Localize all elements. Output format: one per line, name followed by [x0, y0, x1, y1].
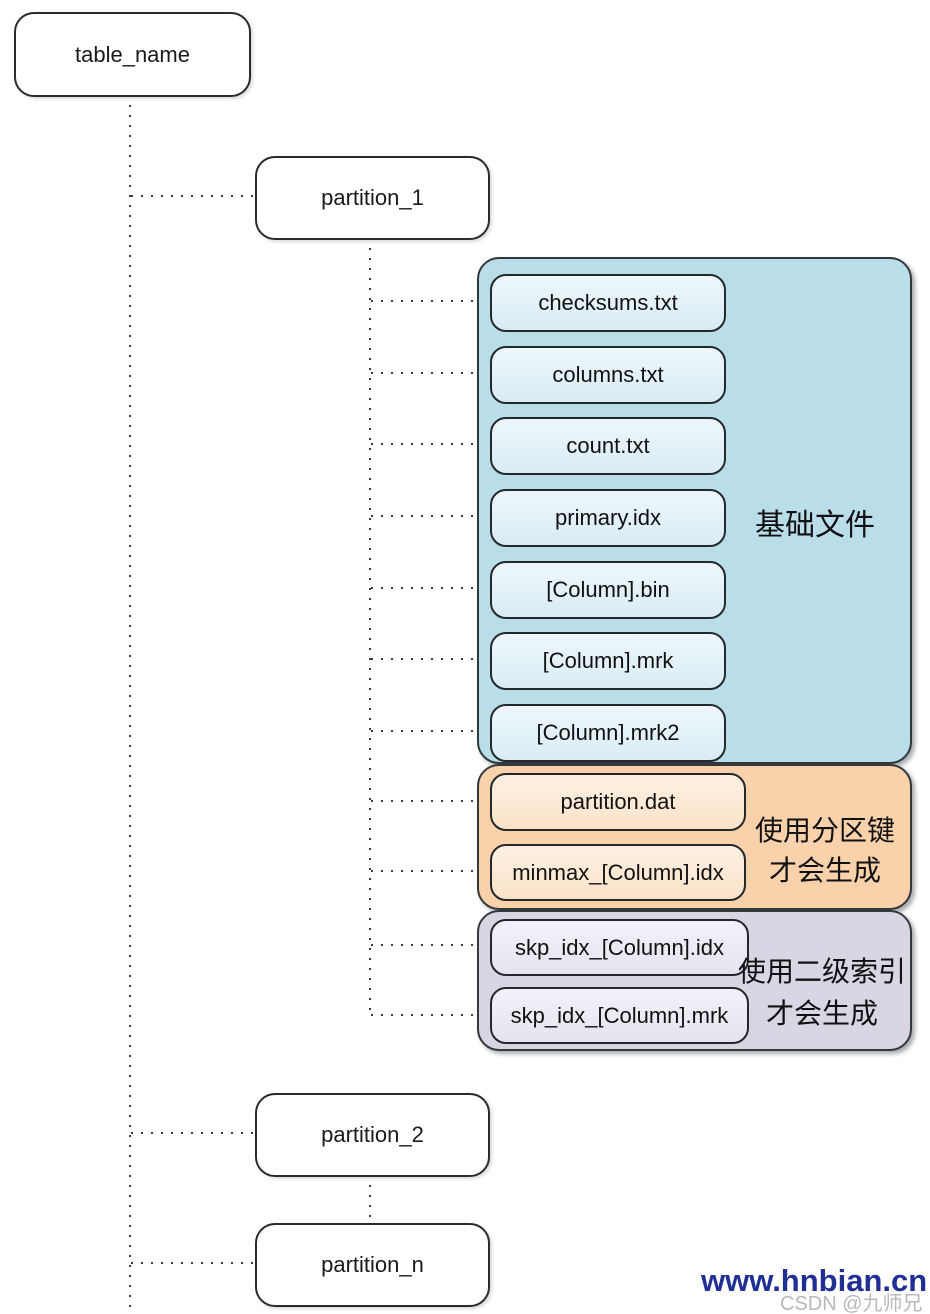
connector-to-column-bin	[371, 587, 489, 589]
node-partition-1-label: partition_1	[321, 185, 424, 210]
file-minmax-column-idx-label: minmax_[Column].idx	[512, 859, 724, 885]
file-column-mrk2: [Column].mrk2	[490, 704, 726, 762]
file-columns-txt: columns.txt	[490, 346, 726, 404]
connector-to-checksums	[371, 300, 489, 302]
file-checksums-txt: checksums.txt	[490, 274, 726, 332]
connector-to-primary	[371, 515, 489, 517]
file-column-mrk-label: [Column].mrk	[542, 648, 674, 673]
node-partition-n-label: partition_n	[321, 1252, 424, 1277]
watermark-site-text: www.hnbian.cn	[701, 1263, 928, 1298]
node-partition-2: partition_2	[255, 1093, 490, 1177]
file-minmax-column-idx: minmax_[Column].idx	[490, 844, 746, 901]
file-column-mrk: [Column].mrk	[490, 632, 726, 690]
label-secondary-index-files: 使用二级索引 才会生成	[736, 951, 908, 1035]
connector-partition1-vertical	[369, 238, 371, 1016]
connector-to-partition2	[131, 1132, 253, 1134]
label-partition-key-line1: 使用分区键	[754, 815, 895, 846]
label-secondary-index-line2: 才会生成	[765, 998, 878, 1029]
connector-to-columns	[371, 372, 489, 374]
connector-to-skp-mrk	[371, 1014, 489, 1016]
node-partition-1: partition_1	[255, 156, 490, 240]
file-column-mrk2-label: [Column].mrk2	[536, 720, 680, 745]
file-partition-dat: partition.dat	[490, 773, 746, 831]
file-columns-txt-label: columns.txt	[552, 362, 664, 387]
connector-to-count	[371, 443, 489, 445]
node-partition-n: partition_n	[255, 1223, 490, 1307]
connector-to-partition-n	[131, 1262, 253, 1264]
label-base-files: 基础文件	[755, 509, 875, 542]
file-skp-idx-column-idx: skp_idx_[Column].idx	[490, 919, 749, 976]
connector-to-column-mrk	[371, 658, 489, 660]
file-count-txt-label: count.txt	[566, 433, 650, 458]
file-column-bin-label: [Column].bin	[546, 577, 670, 602]
connector-to-partition1	[131, 195, 253, 197]
file-checksums-txt-label: checksums.txt	[538, 290, 678, 315]
label-partition-key-files: 使用分区键 才会生成	[742, 811, 908, 891]
connector-to-column-mrk2	[371, 730, 489, 732]
watermark-csdn-text: CSDN @九师兄	[780, 1293, 923, 1314]
node-table-name: table_name	[14, 12, 251, 97]
connector-to-partition-dat	[371, 800, 489, 802]
node-partition-2-label: partition_2	[321, 1122, 424, 1147]
file-primary-idx: primary.idx	[490, 489, 726, 547]
file-partition-dat-label: partition.dat	[560, 789, 676, 814]
file-skp-idx-column-mrk-label: skp_idx_[Column].mrk	[510, 1002, 729, 1028]
connector-to-minmax-idx	[371, 870, 489, 872]
file-column-bin: [Column].bin	[490, 561, 726, 619]
file-skp-idx-column-idx-label: skp_idx_[Column].idx	[514, 934, 725, 960]
node-table-name-label: table_name	[75, 41, 190, 67]
label-partition-key-line2: 才会生成	[768, 855, 881, 886]
connector-root-vertical	[129, 95, 131, 1314]
connector-to-skp-idx	[371, 944, 489, 946]
file-count-txt: count.txt	[490, 417, 726, 475]
label-secondary-index-line1: 使用二级索引	[737, 956, 906, 987]
file-skp-idx-column-mrk: skp_idx_[Column].mrk	[490, 987, 749, 1044]
file-primary-idx-label: primary.idx	[555, 505, 661, 530]
connector-partition2-to-n-vertical	[369, 1185, 371, 1217]
